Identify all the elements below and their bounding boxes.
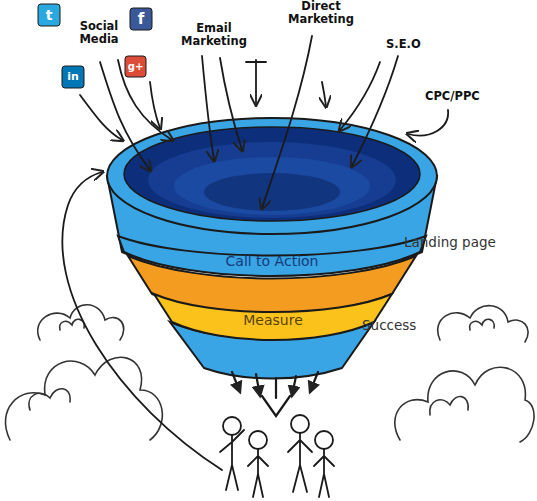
funnel-band: Call to Action — [116, 234, 428, 280]
googleplus-icon — [125, 56, 146, 77]
channel-label: Landing page — [404, 235, 532, 251]
channel-label: S.E.O — [386, 38, 436, 51]
channel-label: Email Marketing — [172, 22, 256, 48]
channel-label: Direct Marketing — [278, 0, 364, 26]
stick-people — [220, 415, 334, 497]
icon-letter: g+ — [125, 56, 146, 77]
channel-label: Success — [362, 318, 442, 334]
band-text: Call to Action — [226, 253, 319, 269]
funnel-band: Measure — [150, 290, 396, 342]
output-arrows — [232, 372, 318, 416]
twitter-icon — [38, 4, 60, 26]
facebook-icon — [130, 8, 152, 30]
icon-letter: t — [38, 4, 60, 26]
channel-arrows — [62, 36, 448, 470]
channel-label: CPC/PPC — [425, 90, 495, 103]
band-text: Measure — [243, 312, 303, 328]
icon-letter: f — [130, 8, 152, 30]
linkedin-icon — [62, 66, 84, 88]
icon-letter: in — [62, 66, 84, 88]
channel-label: Social Media — [70, 20, 128, 46]
